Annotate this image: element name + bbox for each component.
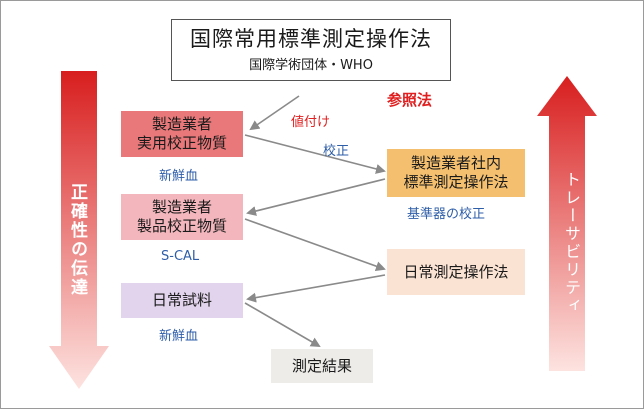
traceability-arrow: [537, 76, 597, 371]
international-reference-procedure-box: 国際常用標準測定操作法 国際学術団体・WHO: [171, 19, 451, 81]
mfr-material-line-2: 実用校正物質: [136, 134, 227, 152]
daily-proc-text: 日常測定操作法: [403, 262, 509, 281]
mfr-product-line-2: 製品校正物質: [136, 217, 227, 235]
inhouse-proc-line-2: 標準測定操作法: [403, 173, 509, 191]
reference-method-label: 参照法: [387, 91, 433, 109]
fresh-blood-label-2: 新鮮血: [159, 329, 199, 344]
daily-sample-box: 日常試料: [121, 283, 243, 318]
manufacturer-inhouse-procedure-box: 製造業者社内 標準測定操作法: [387, 149, 525, 197]
manufacturer-working-calibrator-box: 製造業者 実用校正物質: [121, 111, 243, 157]
mfr-material-line-1: 製造業者: [151, 115, 212, 134]
top-subtitle: 国際学術団体・WHO: [249, 57, 373, 73]
measurement-result-box: 測定結果: [271, 349, 373, 383]
value-assignment-label: 値付け: [291, 115, 331, 130]
fresh-blood-label-1: 新鮮血: [159, 169, 199, 184]
mfr-product-line-1: 製造業者: [151, 198, 212, 217]
arrow-material-to-inhouse: [244, 134, 386, 174]
result-text: 測定結果: [291, 356, 352, 375]
calibration-label: 校正: [323, 144, 350, 159]
arrow-inhouse-to-product: [246, 178, 386, 216]
accuracy-transfer-label: 正確性の伝達: [67, 183, 87, 297]
arrow-sample-to-result: [244, 302, 321, 348]
arrow-dailyproc-to-sample: [246, 274, 386, 303]
top-title: 国際常用標準測定操作法: [190, 27, 432, 52]
routine-procedure-box: 日常測定操作法: [387, 249, 525, 295]
daily-sample-text: 日常試料: [151, 291, 212, 310]
arrow-top-to-material: [249, 95, 300, 131]
accuracy-arrow: [49, 71, 109, 389]
scal-label: S-CAL: [161, 249, 200, 264]
reference-calibration-label: 基準器の校正: [407, 207, 486, 222]
inhouse-proc-line-1: 製造業者社内: [410, 154, 501, 173]
manufacturer-product-calibrator-box: 製造業者 製品校正物質: [121, 194, 243, 240]
arrow-product-to-dailyproc: [244, 218, 386, 271]
traceability-label: トレーサビリティ: [562, 171, 581, 315]
